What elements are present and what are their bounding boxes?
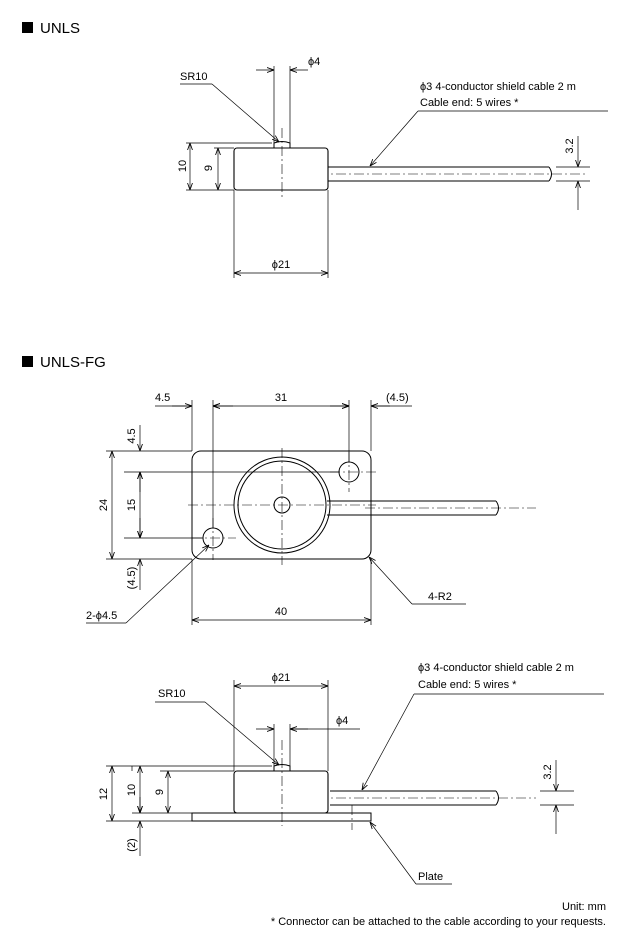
unls-fg-title-square bbox=[22, 356, 33, 367]
side-cable-desc-2: Cable end: 5 wires * bbox=[418, 679, 517, 691]
fg-dim-left-bot: (4.5) bbox=[126, 567, 138, 590]
side-cable-desc-1: ϕ3 4-conductor shield cable 2 m bbox=[418, 662, 574, 674]
fg-dim-left-top: 4.5 bbox=[126, 428, 138, 443]
unls-cable-desc-1: ϕ3 4-conductor shield cable 2 m bbox=[420, 81, 576, 93]
side-cable-dia-label: 3.2 bbox=[542, 764, 554, 779]
side-body bbox=[233, 770, 329, 814]
side-h10-label: 10 bbox=[126, 784, 138, 796]
fg-corners-label: 4-R2 bbox=[428, 591, 452, 603]
side-phi21-label: ϕ21 bbox=[272, 672, 290, 684]
side-phi4-label: ϕ4 bbox=[336, 715, 348, 727]
unls-fg-side-view: ϕ21 ϕ4 SR10 12 10 9 bbox=[98, 662, 604, 885]
connector-note: * Connector can be attached to the cable… bbox=[271, 916, 606, 928]
side-plate bbox=[191, 812, 372, 822]
fg-dim-bottom-40: 40 bbox=[275, 606, 287, 618]
fg-dim-top-left: 4.5 bbox=[155, 392, 170, 404]
side-sr10-label: SR10 bbox=[158, 688, 186, 700]
unls-section: UNLS ϕ4 SR10 10 bbox=[22, 20, 608, 278]
side-h2-label: (2) bbox=[126, 838, 138, 851]
unls-phi4-label: ϕ4 bbox=[308, 56, 320, 68]
unls-cable-dia-label: 3.2 bbox=[564, 138, 576, 153]
unls-fg-section: UNLS-FG bbox=[22, 354, 604, 885]
fg-dim-left-15: 15 bbox=[126, 499, 138, 511]
side-plate-label: Plate bbox=[418, 871, 443, 883]
side-h9-label: 9 bbox=[154, 789, 166, 795]
unls-title-square bbox=[22, 22, 33, 33]
side-h12-label: 12 bbox=[98, 788, 110, 800]
unls-title: UNLS bbox=[40, 20, 80, 37]
unls-body bbox=[233, 147, 329, 191]
unit-label: Unit: mm bbox=[562, 901, 606, 913]
fg-dim-left-24: 24 bbox=[98, 499, 110, 511]
unls-cable-desc-2: Cable end: 5 wires * bbox=[420, 97, 519, 109]
fg-holes-label: 2-ϕ4.5 bbox=[86, 610, 117, 622]
unls-h10-label: 10 bbox=[177, 160, 189, 172]
unls-phi21-label: ϕ21 bbox=[272, 259, 290, 271]
fg-dim-top-right: (4.5) bbox=[386, 392, 409, 404]
unls-h9-label: 9 bbox=[203, 165, 215, 171]
unls-fg-title: UNLS-FG bbox=[40, 354, 106, 371]
unls-sr10-label: SR10 bbox=[180, 71, 208, 83]
unls-side-view: ϕ4 SR10 10 9 ϕ21 3.2 ϕ3 bbox=[177, 56, 608, 278]
fg-dim-top-mid: 31 bbox=[275, 392, 287, 404]
unls-fg-top-view: 4.5 31 (4.5) 24 15 4.5 (4.5) 40 bbox=[86, 392, 536, 625]
